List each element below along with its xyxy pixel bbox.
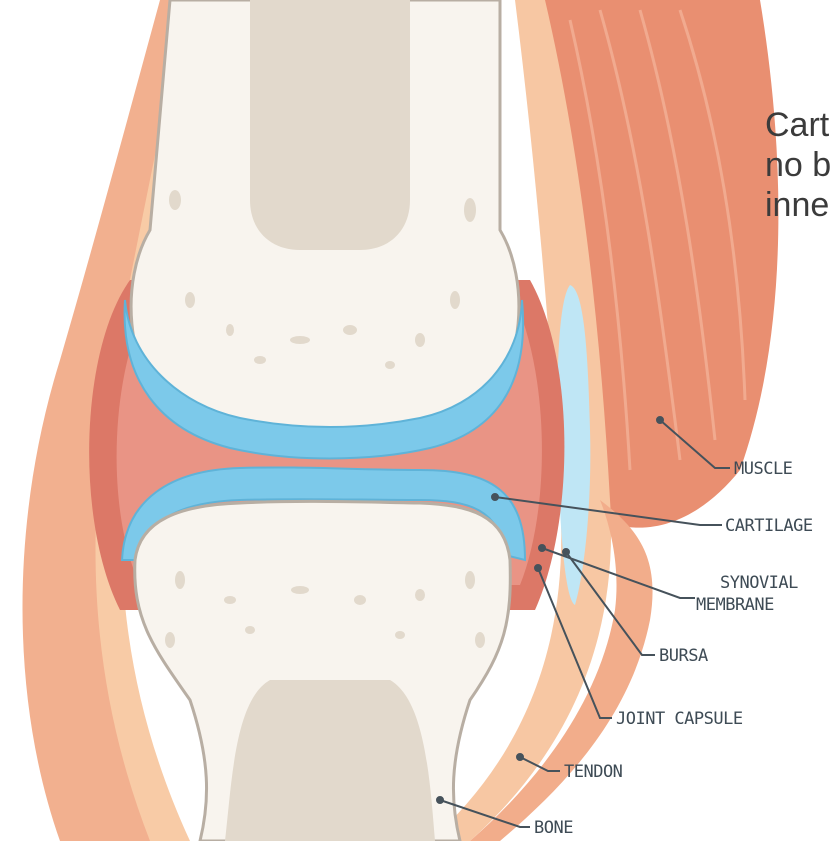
label-bone: BONE — [534, 818, 573, 838]
caption-line-3: inner — [765, 186, 831, 225]
label-tendon: TENDON — [564, 762, 623, 782]
label-bursa: BURSA — [659, 646, 708, 666]
lower-bone-marrow — [225, 680, 435, 841]
upper-bone-marrow — [250, 0, 410, 250]
label-cartilage: CARTILAGE — [725, 516, 813, 536]
caption-line-2: no bl — [765, 146, 831, 185]
label-synovial-line1: SYNOVIAL — [720, 573, 798, 593]
label-synovial-line2: MEMBRANE — [696, 595, 774, 615]
label-muscle: MUSCLE — [734, 459, 793, 479]
label-joint-capsule: JOINT CAPSULE — [616, 709, 743, 729]
caption-line-1: Carti — [765, 106, 831, 145]
